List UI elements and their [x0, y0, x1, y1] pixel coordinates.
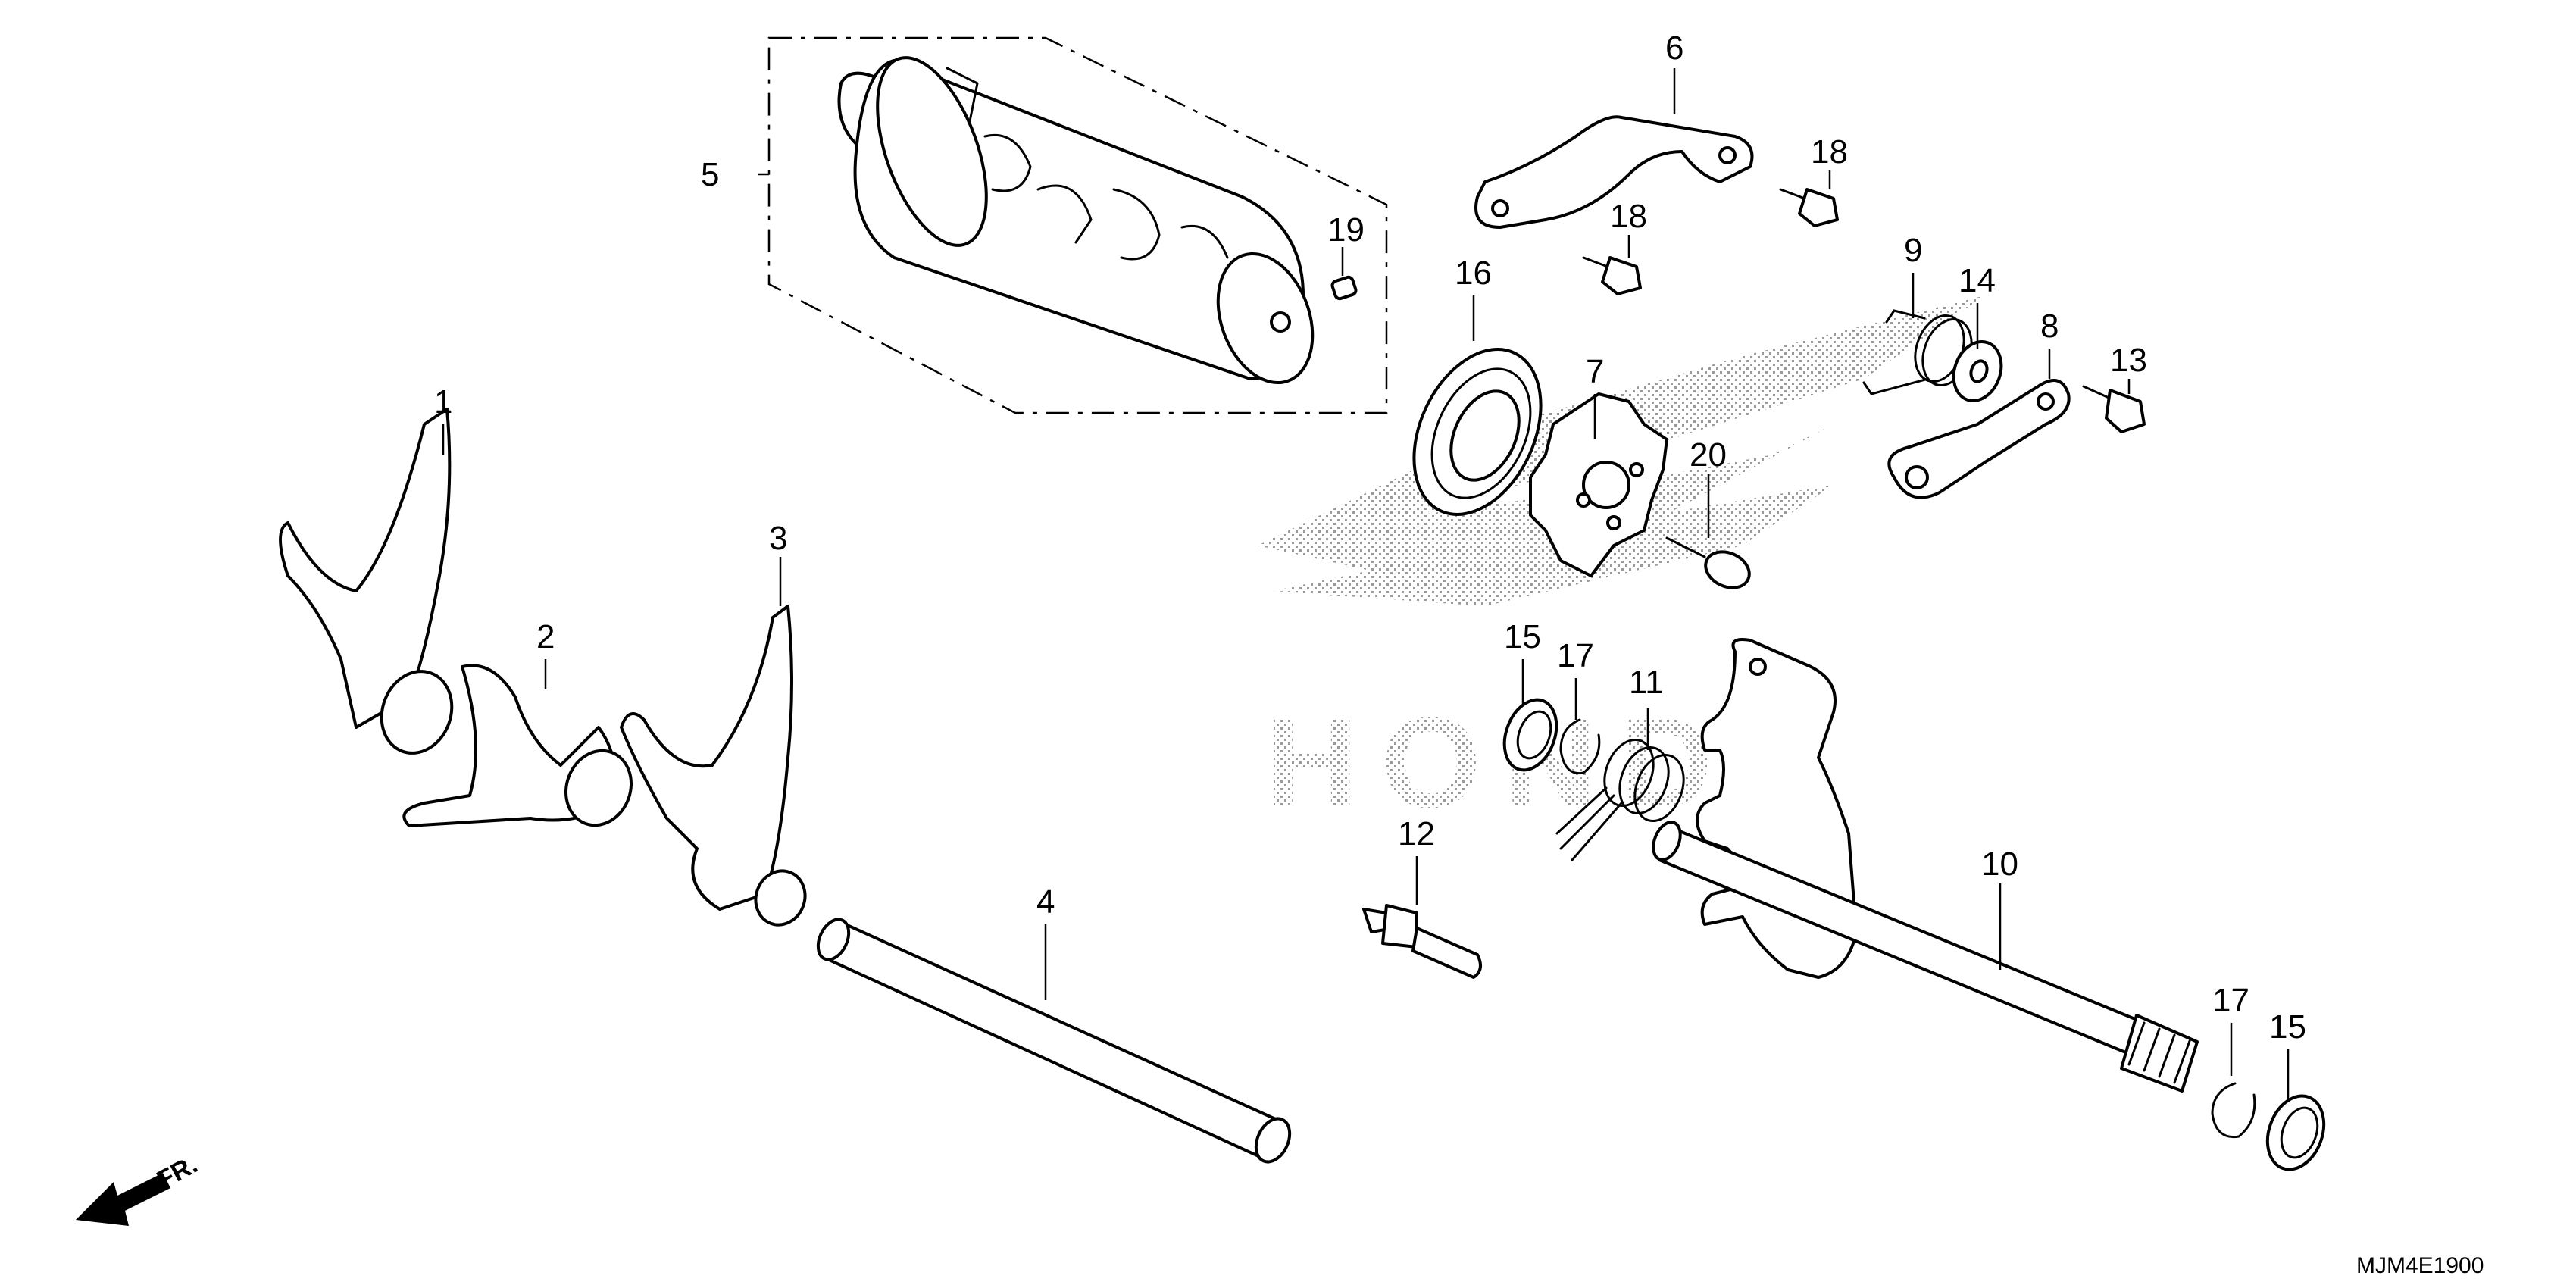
callout-17b: 17	[2212, 982, 2249, 1019]
shift-fork-2	[402, 664, 633, 827]
callout-16: 16	[1455, 255, 1492, 292]
honda-watermark: HONDA	[1258, 295, 1985, 835]
shift-drum	[837, 56, 1358, 385]
bracket-plate	[1474, 115, 1754, 229]
leader-lines	[442, 68, 2290, 1099]
bearing	[1412, 348, 1543, 516]
callout-6: 6	[1665, 30, 1683, 67]
callout-15b: 15	[2269, 1008, 2306, 1046]
assembly-box	[758, 36, 1388, 414]
pin-12	[1362, 904, 1482, 979]
shift-fork-1	[279, 408, 454, 755]
circlip-17-right	[2211, 1082, 2256, 1139]
shift-fork-3	[620, 605, 807, 927]
callout-15a: 15	[1504, 618, 1541, 655]
front-direction-arrow: FR.	[76, 1150, 202, 1226]
callout-18a: 18	[1811, 133, 1848, 170]
callout-2: 2	[536, 618, 555, 655]
stopper-arm	[1887, 379, 2071, 499]
bolt-20	[1665, 536, 1751, 589]
washer-15-right	[2265, 1094, 2326, 1171]
callout-11: 11	[1629, 664, 1664, 701]
callout-4: 4	[1036, 883, 1055, 921]
bolt-13	[2082, 385, 2146, 433]
fork-shaft	[816, 918, 1292, 1164]
callout-13: 13	[2110, 342, 2147, 379]
washer-15-left	[1502, 698, 1558, 772]
washer-14	[1952, 340, 2003, 402]
bolt-18-upper	[1779, 188, 1839, 227]
bolt-18-lower	[1582, 256, 1642, 295]
callouts: 1 2 3 4 5 6 7 8 9 10 11 12 13 14 15 15 1…	[434, 30, 2306, 1046]
callout-3: 3	[769, 520, 787, 557]
callout-19: 19	[1327, 211, 1365, 249]
diagram-code: MJM4E1900	[2356, 1253, 2484, 1278]
callout-12: 12	[1398, 815, 1435, 852]
callout-5: 5	[701, 156, 719, 193]
callout-20: 20	[1690, 436, 1727, 474]
gearshift-spindle	[1652, 638, 2199, 1093]
stopper-cam	[1529, 392, 1668, 577]
callout-7: 7	[1586, 353, 1604, 390]
callout-10: 10	[1981, 846, 2018, 883]
circlip-17-left	[1559, 718, 1601, 775]
callout-8: 8	[2040, 308, 2059, 345]
callout-14: 14	[1959, 262, 1996, 299]
return-spring	[1555, 738, 1685, 861]
callout-1: 1	[434, 383, 452, 420]
callout-18b: 18	[1610, 198, 1647, 235]
callout-17a: 17	[1557, 637, 1594, 674]
callout-9: 9	[1904, 232, 1922, 269]
